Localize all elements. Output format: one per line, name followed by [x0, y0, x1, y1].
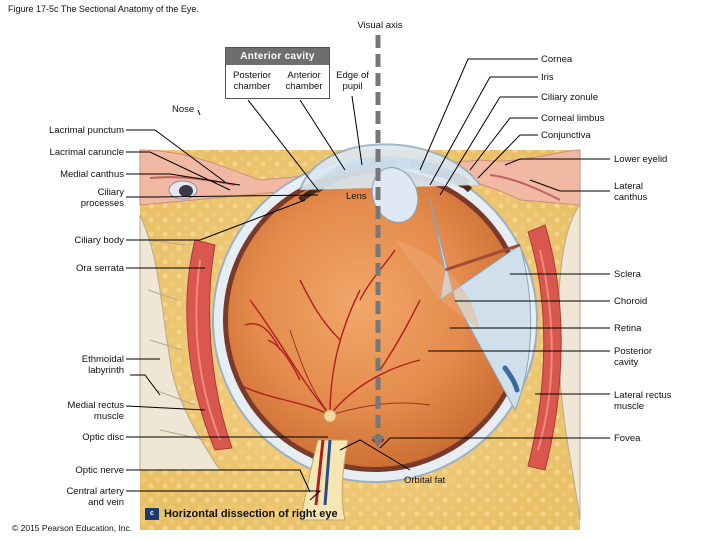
medial-rectus-label: Medial rectus muscle	[67, 400, 125, 422]
edge-of-pupil-label: Edge of pupil	[336, 70, 369, 92]
conjunctiva-label: Conjunctiva	[541, 130, 591, 141]
corneal-limbus-label: Corneal limbus	[541, 113, 605, 124]
copyright: © 2015 Pearson Education, Inc.	[12, 523, 133, 533]
leader-lines	[125, 58, 610, 501]
choroid-label: Choroid	[614, 296, 648, 307]
posterior-chamber-label: Posterior chamber	[232, 70, 271, 92]
figure-part-icon: c	[145, 508, 159, 520]
optic-nerve-label: Optic nerve	[75, 465, 124, 476]
visual-axis-label: Visual axis	[357, 20, 403, 31]
ora-serrata-label: Ora serrata	[75, 263, 124, 274]
anterior-chamber-label: Anterior chamber	[285, 70, 323, 92]
ethmoidal-labyrinth-bone	[139, 214, 221, 471]
lens-label: Lens	[346, 191, 367, 202]
optic-disc	[323, 409, 337, 423]
iris-label: Iris	[541, 72, 554, 83]
sclera-label: Sclera	[614, 269, 641, 280]
optic-nerve	[299, 439, 349, 521]
anterior-cavity-box: Anterior cavity Posterior chamber Anteri…	[225, 47, 330, 99]
lower-eyelid-label: Lower eyelid	[614, 154, 668, 165]
lacrimal-caruncle-label: Lacrimal caruncle	[49, 147, 124, 158]
ciliary-processes-label: Ciliary processes	[80, 187, 124, 209]
central-artery-label: Central artery and vein	[66, 486, 124, 508]
figure-caption: Figure 17-5c The Sectional Anatomy of th…	[8, 4, 199, 14]
nose-label: Nose	[172, 104, 195, 115]
subtitle-text: Horizontal dissection of right eye	[164, 508, 338, 520]
posterior-cavity-label: Posterior cavity	[614, 346, 653, 368]
anterior-cavity-title: Anterior cavity	[226, 48, 329, 65]
optic-disc-label: Optic disc	[82, 432, 124, 443]
lateral-rectus-label: Lateral rectus muscle	[614, 390, 672, 412]
lens	[371, 167, 419, 223]
medial-rectus-muscle	[186, 239, 233, 451]
lateral-canthus-label: Lateral canthus	[614, 181, 648, 203]
medial-canthus-label: Medial canthus	[60, 169, 124, 180]
retinal-vessels	[239, 249, 421, 416]
ciliary-body-label: Ciliary body	[74, 235, 124, 246]
lateral-rectus-muscle	[527, 224, 562, 471]
cornea-label: Cornea	[541, 54, 573, 65]
lacrimal-punctum-label: Lacrimal punctum	[49, 125, 124, 136]
anterior-chamber	[318, 156, 462, 182]
orbital-fat-label: Orbital fat	[404, 475, 446, 486]
retina	[228, 173, 522, 467]
subtitle: c Horizontal dissection of right eye	[145, 508, 338, 520]
fovea-label: Fovea	[614, 433, 641, 444]
retina-label: Retina	[614, 323, 642, 334]
ethmoidal-labyrinth-label: Ethmoidal labyrinth	[81, 354, 124, 376]
ciliary-zonule-label: Ciliary zonule	[541, 92, 599, 103]
